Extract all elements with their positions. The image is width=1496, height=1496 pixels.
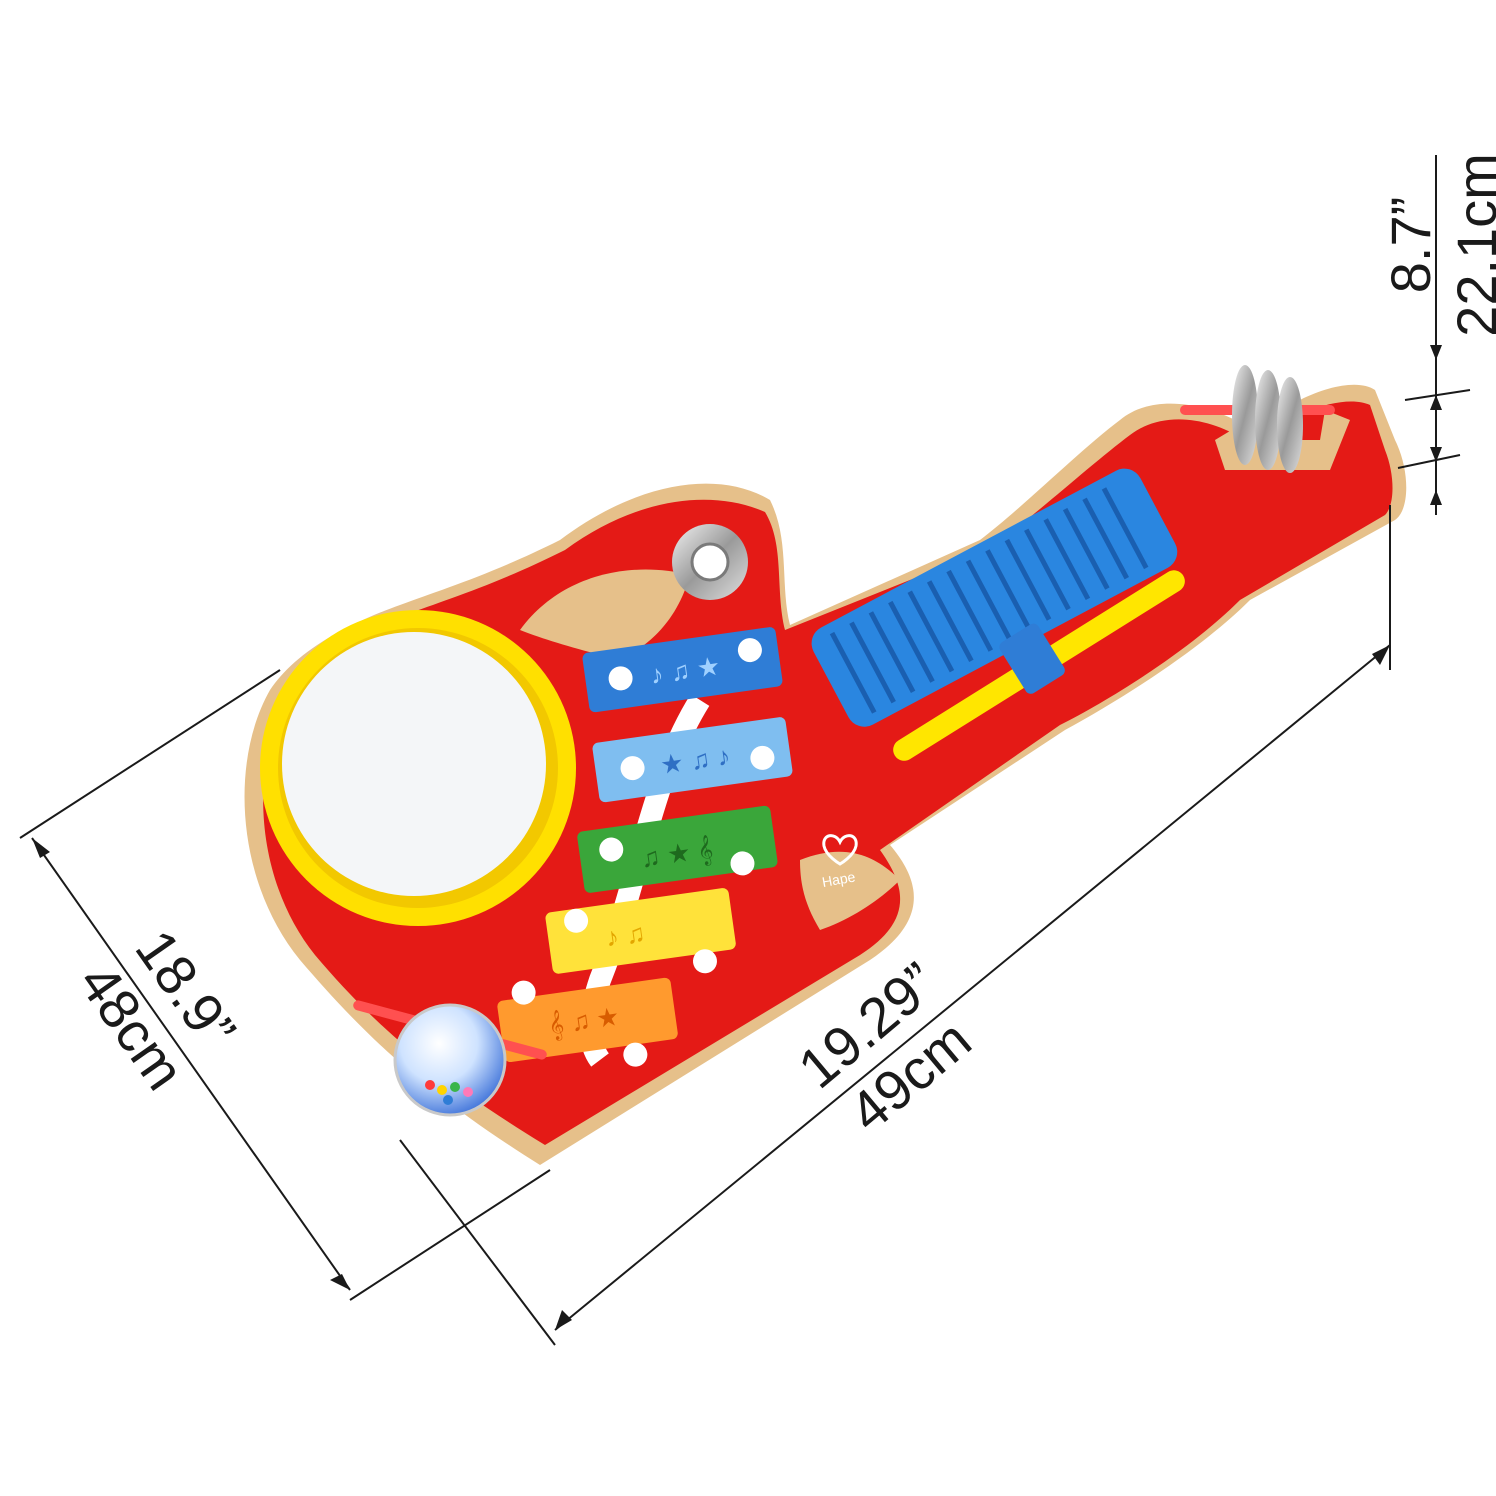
dimension-lines [19,155,1471,1346]
height-imperial: 8.7” [1379,197,1442,294]
brand-logo-text: Hape [821,868,857,890]
bell-inner [690,542,730,582]
height-label: 8.7” 22.1cm [1379,153,1496,337]
dimension-arrowheads [32,345,1442,1330]
guiro[interactable] [805,462,1183,733]
stick-holder [999,623,1065,694]
bell[interactable] [672,524,748,600]
xylophone-key-1[interactable]: ♪ ♫ ★ [582,626,783,713]
wood-accent-right [800,851,900,930]
xylophone[interactable]: ♪ ♫ ★ ★ ♫ ♪ ♫ ★ 𝄞 ♪ ♫ 𝄞 ♫ ★ [494,626,793,1084]
cymbals[interactable] [1180,365,1335,473]
length-dimension-line [554,644,1391,1331]
width-dimension-line [31,837,351,1291]
guiro-ridges [829,487,1149,714]
svg-text:♪ ♫: ♪ ♫ [604,917,648,952]
xylophone-key-4[interactable]: ♪ ♫ [545,887,740,994]
height-metric: 22.1cm [1445,153,1496,337]
width-label: 18.9” 48cm [67,918,249,1100]
drum[interactable] [260,610,576,926]
wood-accent-left [520,569,690,660]
rattle-sphere [393,1003,507,1117]
xylophone-key-5[interactable]: 𝄞 ♫ ★ [494,960,681,1084]
brand-logo: Hape [821,834,858,890]
xylophone-key-2[interactable]: ★ ♫ ♪ [592,716,793,803]
drum-head[interactable] [282,632,546,896]
xylophone-key-3[interactable]: ♫ ★ 𝄞 [577,805,779,897]
heart-logo-icon [822,834,858,866]
guiro-stick[interactable] [889,566,1189,765]
rattle-ball[interactable] [352,999,548,1117]
